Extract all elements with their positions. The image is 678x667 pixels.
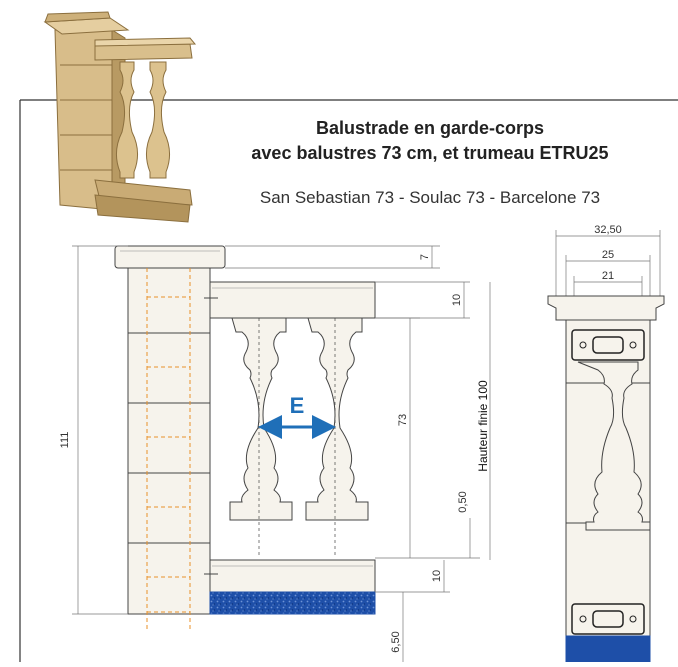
dim-width-inner: 21 [602, 270, 614, 282]
spacing-label: E [290, 393, 305, 418]
title-line-2: avec balustres 73 cm, et trumeau ETRU25 [251, 143, 609, 163]
title-line-1: Balustrade en garde-corps [315, 118, 545, 138]
front-elevation [114, 245, 376, 632]
subtitle-models: San Sebastian 73 - Soulac 73 - Barcelone… [259, 188, 601, 207]
product-illustration [43, 11, 197, 223]
dim-width-mid: 25 [602, 249, 614, 261]
dim-bottom: 6,50 [390, 631, 402, 652]
dim-base-rail: 10 [431, 570, 443, 582]
dim-top-cap: 7 [419, 254, 431, 260]
dim-gap: 0,50 [457, 491, 469, 512]
dim-total-height: 111 [59, 432, 71, 449]
dim-baluster-height: 73 [397, 414, 409, 426]
dimension-lines [72, 245, 491, 662]
dim-width-outer: 32,50 [594, 224, 622, 236]
side-section [547, 230, 665, 663]
dim-finished-height: Hauteur finie 100 [476, 380, 490, 472]
dim-handrail: 10 [451, 294, 463, 306]
